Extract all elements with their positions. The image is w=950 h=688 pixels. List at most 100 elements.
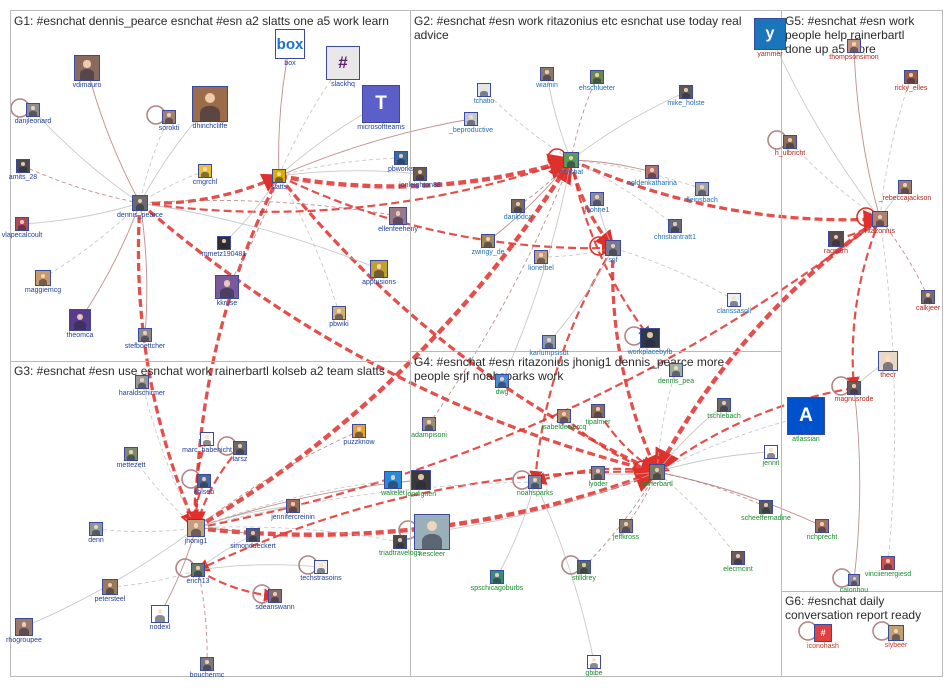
node-kkruse[interactable]: kkruse	[172, 275, 282, 308]
node-clarissasoli[interactable]: clarissasoli	[679, 293, 789, 316]
node-scheeffernadine[interactable]: scheeffernadine	[711, 500, 821, 523]
node-calkjeer[interactable]: calkjeer	[873, 290, 950, 313]
node-mike_holste[interactable]: mike_holste	[631, 85, 741, 108]
node-sdeanswann[interactable]: sdeanswann	[220, 589, 330, 612]
node-elecmcint[interactable]: elecmcint	[683, 551, 793, 574]
node-ritazonius[interactable]: ritazonius	[825, 211, 935, 236]
node-wiamin[interactable]: wiamin	[492, 67, 602, 90]
node-label: rhogroupee	[6, 637, 42, 644]
node-danlpdca[interactable]: danlpdca	[463, 199, 573, 222]
node-puzzknow[interactable]: puzzknow	[304, 424, 414, 447]
node-haraldschirmer[interactable]: haraldschirmer	[87, 375, 197, 398]
node-denn[interactable]: denn	[41, 522, 151, 545]
node-h_ulbricht[interactable]: h_ulbricht	[735, 135, 845, 158]
node-bouchermc[interactable]: bouchermc	[152, 657, 262, 680]
node-ricky_elles[interactable]: ricky_elles	[856, 70, 950, 93]
node-rainerbartl[interactable]: rainerbartl	[602, 464, 712, 489]
node-simondueckert[interactable]: simondueckert	[198, 528, 308, 551]
node-kolseb[interactable]: kolseb	[149, 474, 259, 497]
node-stilldrey[interactable]: stilldrey	[529, 560, 639, 583]
node-erich13[interactable]: erich13	[143, 563, 253, 586]
node-gbibe[interactable]: gbibe	[539, 655, 649, 678]
node-stefboettcher[interactable]: stefboettcher	[90, 328, 200, 351]
node-marc_habenicht[interactable]: marc_habenicht	[152, 432, 262, 455]
node-wakelet[interactable]: wakelet	[338, 471, 448, 498]
node-vlapecalcoult[interactable]: vlapecalcoult	[0, 217, 77, 240]
node-workplacebyfb[interactable]: workplacebyfb	[595, 328, 705, 357]
node-ellenfeeheny[interactable]: ellenfeeheny	[343, 207, 453, 234]
node-srjf[interactable]: srjf	[558, 240, 668, 265]
node-richprecht[interactable]: richprecht	[767, 519, 877, 542]
node-dennis_pea[interactable]: dennis_pea	[621, 363, 731, 386]
node-slybeer[interactable]: slybeer	[841, 625, 950, 650]
node-adampisoni[interactable]: adampisoni	[374, 417, 484, 440]
node-jonleighton88[interactable]: jonleighton88	[365, 167, 475, 190]
node-fkohne1[interactable]: fkohne1	[542, 192, 652, 215]
node-ragnarh[interactable]: ragnarh	[781, 231, 891, 256]
node-isabeldeclercq[interactable]: isabeldeclercq	[509, 409, 619, 432]
node-amits_28[interactable]: amits_28	[0, 159, 78, 182]
node-techstrasoins[interactable]: techstrasoins	[266, 560, 376, 583]
node-slatts[interactable]: slatts	[224, 169, 334, 192]
node-_beproductive[interactable]: _beproductive	[416, 112, 526, 135]
node-pbwiki[interactable]: pbwiki	[284, 306, 394, 329]
node-calonhou[interactable]: calonhou	[799, 574, 909, 595]
node-label: danjleonard	[14, 118, 52, 125]
node-lionelbel[interactable]: lionelbel	[486, 250, 596, 273]
node-zwingy_de[interactable]: zwingy_de	[433, 234, 543, 257]
node-cmgrchl[interactable]: cmgrchl	[150, 164, 260, 187]
node-tchatio[interactable]: tchatio	[429, 83, 539, 106]
node-appfusions[interactable]: appfusions	[324, 260, 434, 287]
node-thecr[interactable]: thecr	[833, 351, 943, 380]
node-jeffkross[interactable]: jeffkross	[571, 519, 681, 542]
node-jennifercreinin[interactable]: jennifercreinin	[238, 499, 348, 522]
node-theomca[interactable]: theomca	[25, 309, 135, 340]
node-triadtravelogs[interactable]: triadtravelogs	[345, 535, 455, 558]
node-jennit[interactable]: jennit	[716, 445, 826, 468]
node-magnusrode[interactable]: magnusrode	[799, 381, 909, 404]
edge-pbwiki-slatts	[278, 175, 340, 314]
node-nodexl[interactable]: nodexl	[105, 605, 215, 632]
avatar-icon	[89, 522, 103, 536]
node-christiantratt1[interactable]: christiantratt1	[620, 219, 730, 242]
node-label: gbibe	[585, 670, 603, 677]
node-noahsparks[interactable]: noahsparks	[480, 475, 590, 498]
node-dennis_pearce[interactable]: dennis_pearce	[85, 195, 195, 220]
node-dwg[interactable]: dwg	[447, 374, 557, 397]
node-spschicagoburbs[interactable]: spschicagoburbs	[442, 570, 552, 593]
node-londignen[interactable]: londignen	[366, 470, 476, 499]
node-slackhq[interactable]: #slackhq	[288, 46, 398, 89]
node-tschlebach[interactable]: tschlebach	[669, 398, 779, 421]
node-nescleer[interactable]: nescleer	[377, 514, 487, 559]
node-sorokti[interactable]: sorokti	[114, 110, 224, 133]
node-dhinchcliffe[interactable]: dhinchcliffe	[155, 86, 265, 131]
node-iconohash[interactable]: #iconohash	[768, 624, 878, 651]
node-mmetz190481[interactable]: mmetz190481	[169, 236, 279, 259]
node-fleinsbach[interactable]: fleinsbach	[647, 182, 757, 205]
node-_rebeccajackson[interactable]: _rebeccajackson	[850, 180, 950, 203]
node-rhogroupee[interactable]: rhogroupee	[0, 618, 79, 645]
node-petersteel[interactable]: petersteel	[55, 579, 165, 604]
node-danjleonard[interactable]: danjleonard	[0, 103, 88, 126]
node-lyoder[interactable]: lyoder	[543, 466, 653, 489]
edge-slatts-srjf	[278, 175, 616, 255]
node-esnchat[interactable]: esnchat	[516, 152, 626, 177]
node-noldenkatharina[interactable]: noldenkatharina	[597, 165, 707, 188]
node-mettezett[interactable]: mettezett	[76, 447, 186, 470]
node-vdimauro[interactable]: vdimauro	[32, 55, 142, 90]
node-thompsonsimon[interactable]: thompsonsimon	[799, 39, 909, 62]
node-pbworks[interactable]: pbworks	[346, 151, 456, 174]
node-jhonig1[interactable]: jhonig1	[141, 519, 251, 546]
node-maggiemcg[interactable]: maggiemcg	[0, 270, 98, 295]
node-tipalmer[interactable]: tipalmer	[543, 404, 653, 427]
node-karlumpsisdt[interactable]: karlumpsisdt	[494, 335, 604, 358]
node-ehschlueter[interactable]: ehschlueter	[542, 70, 652, 93]
node-vinciienergiesd[interactable]: vinciienergiesd	[833, 556, 943, 579]
avatar-icon	[389, 207, 407, 225]
edge-erich13-sdeanswann	[197, 569, 278, 602]
node-larsz[interactable]: larsz	[185, 441, 295, 464]
